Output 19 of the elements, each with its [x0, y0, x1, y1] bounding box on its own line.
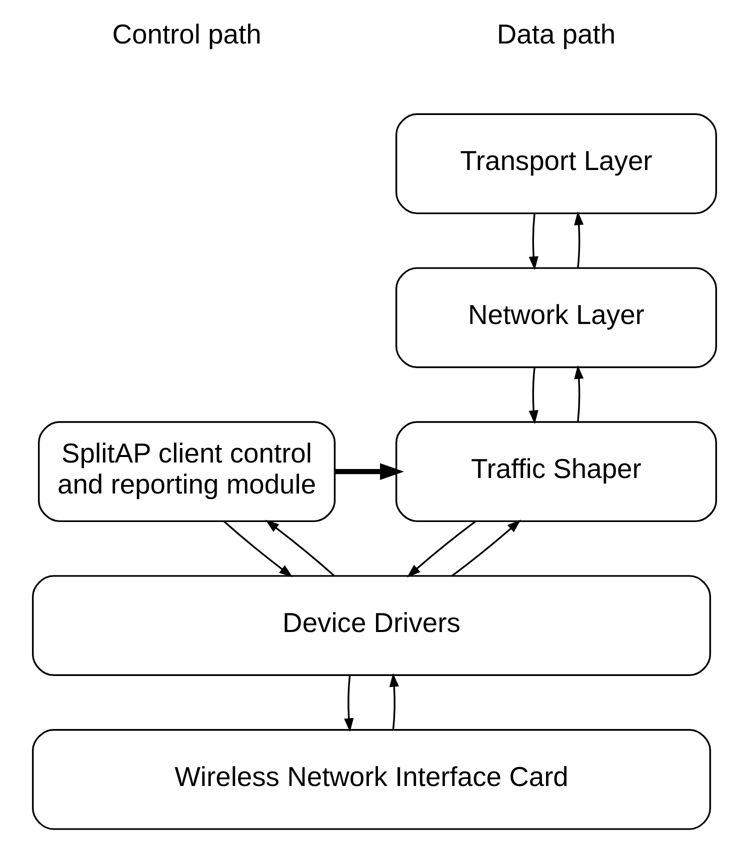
- arrow: [528, 368, 538, 424]
- node-box: Wireless Network Interface Card: [32, 729, 712, 830]
- arrow: [389, 673, 399, 730]
- node-box: SplitAP client control and reporting module: [38, 421, 336, 522]
- label: Control path: [112, 18, 262, 50]
- arrow: [528, 214, 538, 270]
- arrow: [452, 520, 521, 576]
- arrow: [335, 463, 404, 480]
- node-box: Transport Layer: [395, 113, 718, 214]
- arrow: [574, 211, 584, 268]
- arrow: [265, 520, 335, 576]
- arrow: [344, 676, 354, 732]
- arrow: [406, 520, 476, 578]
- arrow: [574, 365, 584, 422]
- label: Data path: [496, 18, 616, 50]
- node-box: Network Layer: [395, 267, 718, 368]
- node-box: Traffic Shaper: [395, 421, 718, 522]
- node-box: Device Drivers: [32, 575, 712, 676]
- arrow: [223, 520, 293, 578]
